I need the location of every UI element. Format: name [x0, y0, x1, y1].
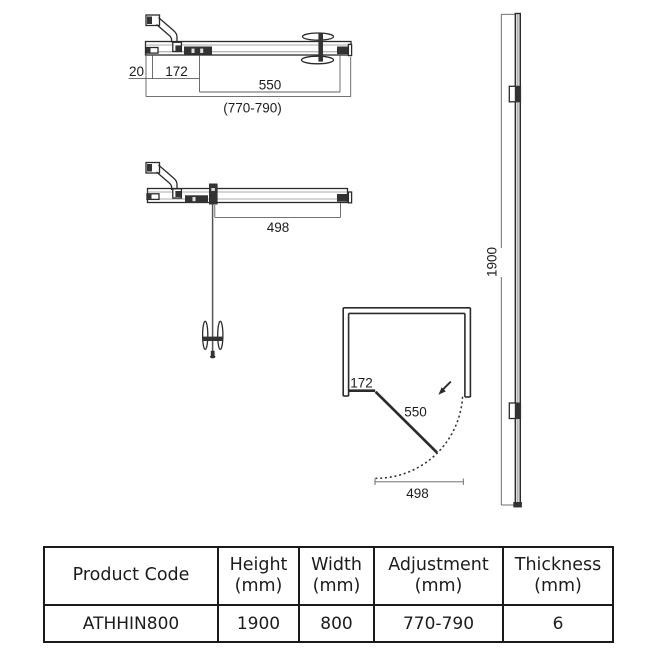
enclosure-walls [342, 306, 472, 398]
header-product-code: Product Code [43, 546, 219, 606]
dim-label-height-1900: 1900 [484, 247, 499, 277]
header-adjustment: Adjustment(mm) [373, 546, 504, 606]
open-door-profile-view: 498 [145, 161, 353, 359]
frame-end-cap [337, 43, 353, 57]
door-handle-front-view [201, 320, 224, 359]
spec-table-header-row: Product Code Height(mm) Width(mm) Adjust… [43, 546, 614, 606]
plan-view: 172 550 498 [342, 306, 472, 501]
frame-end-cap [337, 191, 353, 204]
door-hinge [209, 183, 218, 205]
dim-label-opening-498: 498 [406, 486, 429, 501]
dim-label-door-550: 550 [259, 77, 282, 92]
wall-bracket [145, 46, 159, 54]
top-profile-view: 20 172 550 (770-790) [128, 14, 353, 116]
drawings-svg: 20 172 550 (770-790) [128, 12, 522, 508]
door-swing-arrow-icon [438, 380, 452, 395]
spec-table-data-row: ATHHIN800 1900 800 770-790 6 [43, 604, 614, 643]
dim-label-inline-172: 172 [350, 376, 373, 391]
spec-table: Product Code Height(mm) Width(mm) Adjust… [43, 546, 614, 643]
wall-bracket [146, 193, 160, 201]
dim-label-inline-172: 172 [165, 64, 188, 79]
handle-bracket-bottom [508, 402, 522, 420]
pivot-clamp [185, 195, 208, 203]
dim-label-overall-770-790: (770-790) [223, 101, 282, 116]
dim-label-door-550: 550 [404, 405, 427, 420]
pivot-clamp [184, 46, 212, 55]
cell-height: 1900 [217, 604, 300, 643]
dim-label-opening-498: 498 [267, 220, 290, 235]
hinged-door [374, 390, 438, 454]
header-width: Width(mm) [298, 546, 375, 606]
cell-product-code: ATHHIN800 [43, 604, 219, 643]
door-knob-top-view [300, 32, 335, 65]
side-view: 1900 [484, 12, 522, 508]
door-handle-top-view [145, 14, 183, 53]
cell-thickness: 6 [502, 604, 614, 643]
handle-bracket-top [508, 85, 522, 103]
bottom-foot [513, 502, 522, 508]
header-thickness: Thickness(mm) [502, 546, 614, 606]
door-handle-top-view [145, 161, 183, 199]
header-height: Height(mm) [217, 546, 300, 606]
cell-adjustment: 770-790 [373, 604, 504, 643]
dim-label-wall-20: 20 [129, 64, 144, 79]
cell-width: 800 [298, 604, 375, 643]
